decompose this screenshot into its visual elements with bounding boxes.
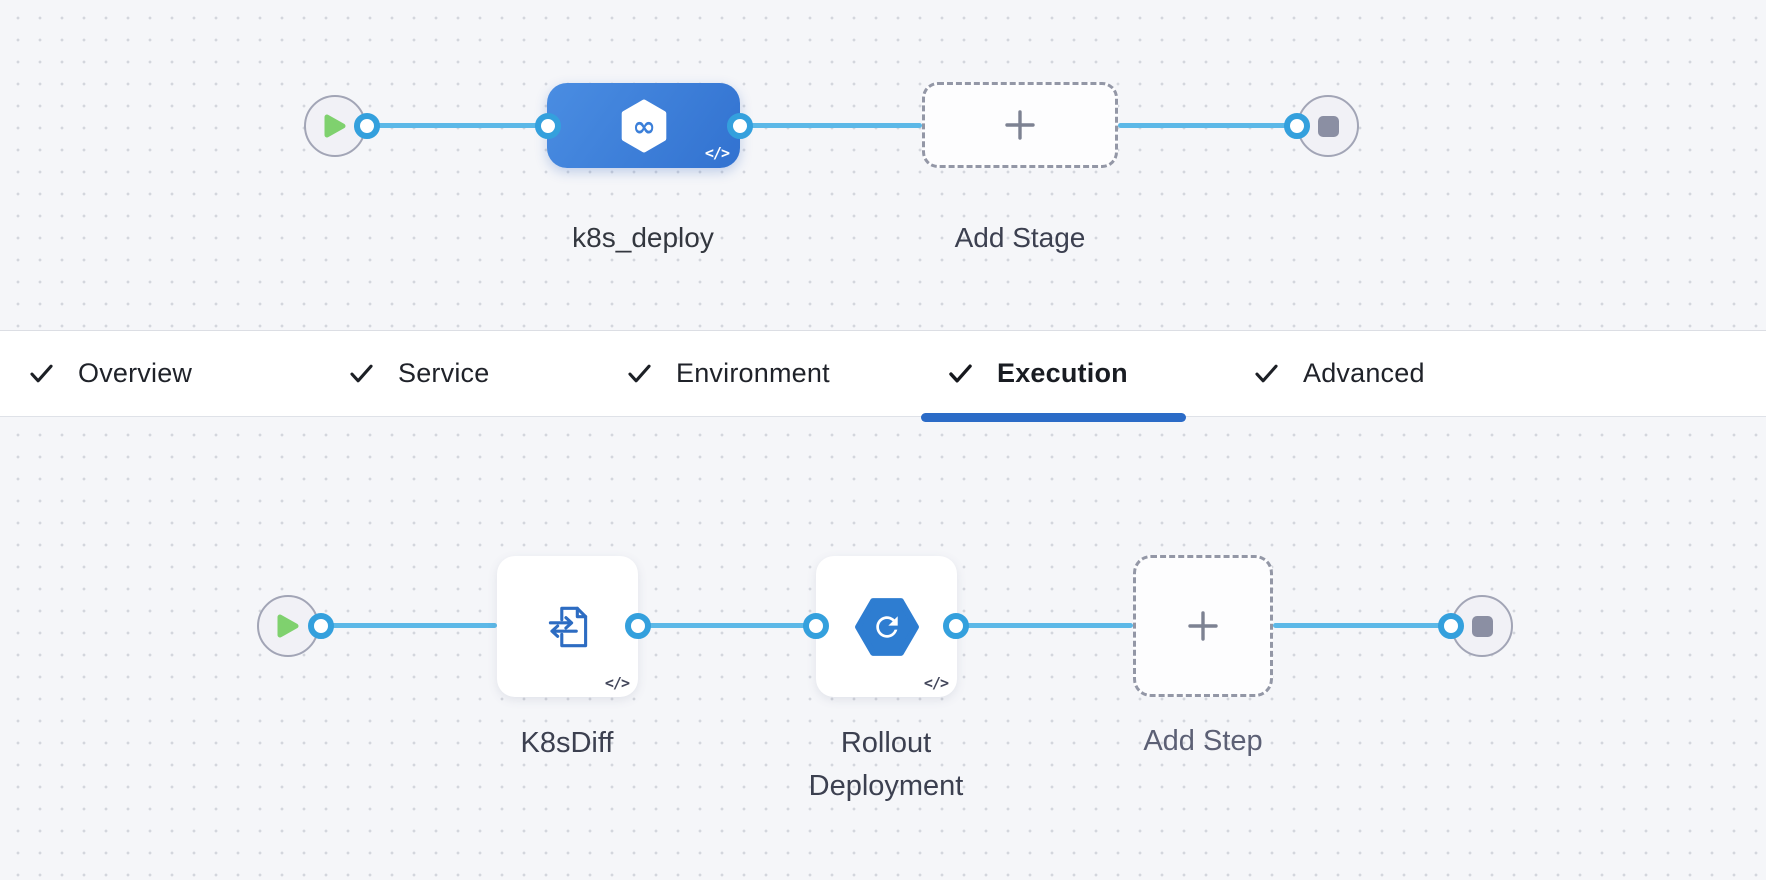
connector-port[interactable] <box>625 613 651 639</box>
yaml-code-badge: </> <box>923 674 949 692</box>
connector-port[interactable] <box>803 613 829 639</box>
edge-rollout-to-addstep <box>956 623 1133 628</box>
step-node-k8sdiff[interactable]: </> <box>497 556 638 697</box>
check-icon <box>1255 364 1278 383</box>
connector-port[interactable] <box>1438 613 1464 639</box>
pipeline-end-node <box>1297 95 1359 157</box>
tab-execution[interactable]: Execution <box>947 331 1128 416</box>
edge-stage-to-addstage <box>740 123 922 128</box>
edge-addstep-to-end <box>1273 623 1451 628</box>
tab-label: Execution <box>997 358 1128 388</box>
edge-addstage-to-end <box>1118 123 1297 128</box>
tab-advanced[interactable]: Advanced <box>1253 331 1425 416</box>
plus-icon <box>1005 110 1035 140</box>
step-label-rollout-deployment: Rollout Deployment <box>808 727 964 802</box>
edge-start-to-k8sdiff <box>321 623 497 628</box>
connector-port[interactable] <box>308 613 334 639</box>
check-icon <box>628 364 651 383</box>
svg-text:∞: ∞ <box>632 110 655 143</box>
tab-label: Overview <box>78 358 193 388</box>
connector-port[interactable] <box>727 113 753 139</box>
stop-icon <box>1317 115 1339 137</box>
connector-port[interactable] <box>1284 113 1310 139</box>
stage-graph-canvas[interactable]: ∞ </> k8s_deploy Add Stage <box>0 0 1766 331</box>
add-step-label: Add Step <box>1143 725 1263 757</box>
play-icon <box>324 114 346 138</box>
harness-stage-icon: ∞ <box>621 99 666 152</box>
check-icon <box>949 364 972 383</box>
check-icon <box>350 364 373 383</box>
tab-service[interactable]: Service <box>348 331 489 416</box>
add-stage-button[interactable] <box>922 82 1118 168</box>
tab-label: Service <box>398 358 490 388</box>
edge-k8sdiff-to-rollout <box>638 623 816 628</box>
tab-environment[interactable]: Environment <box>626 331 830 416</box>
stage-config-tabbar: Overview Service Environment Execution A… <box>0 331 1766 417</box>
check-icon <box>30 364 53 383</box>
connector-port[interactable] <box>354 113 380 139</box>
execution-graph-canvas[interactable]: </> </> K8sDiff Rollout Deplo <box>0 417 1766 880</box>
step-node-rollout-deployment[interactable]: </> <box>816 556 957 697</box>
tab-overview[interactable]: Overview <box>28 331 192 416</box>
connector-port[interactable] <box>535 113 561 139</box>
stage-label: k8s_deploy <box>572 222 714 253</box>
stop-icon <box>1471 615 1493 637</box>
step-label-k8sdiff: K8sDiff <box>520 727 614 759</box>
tab-label: Environment <box>676 358 830 388</box>
k8s-diff-icon <box>548 606 587 647</box>
active-tab-underline <box>921 413 1186 422</box>
yaml-code-badge: </> <box>604 674 630 692</box>
connector-port[interactable] <box>943 613 969 639</box>
play-icon <box>277 614 299 638</box>
edge-start-to-stage <box>367 123 548 128</box>
stage-node-k8s-deploy[interactable]: ∞ </> <box>547 83 740 168</box>
plus-icon <box>1188 611 1218 641</box>
yaml-code-badge: </> <box>704 144 730 162</box>
add-stage-label: Add Stage <box>954 222 1086 253</box>
tab-label: Advanced <box>1303 358 1425 388</box>
rollout-deployment-icon <box>854 597 919 656</box>
add-step-button[interactable] <box>1133 555 1273 697</box>
